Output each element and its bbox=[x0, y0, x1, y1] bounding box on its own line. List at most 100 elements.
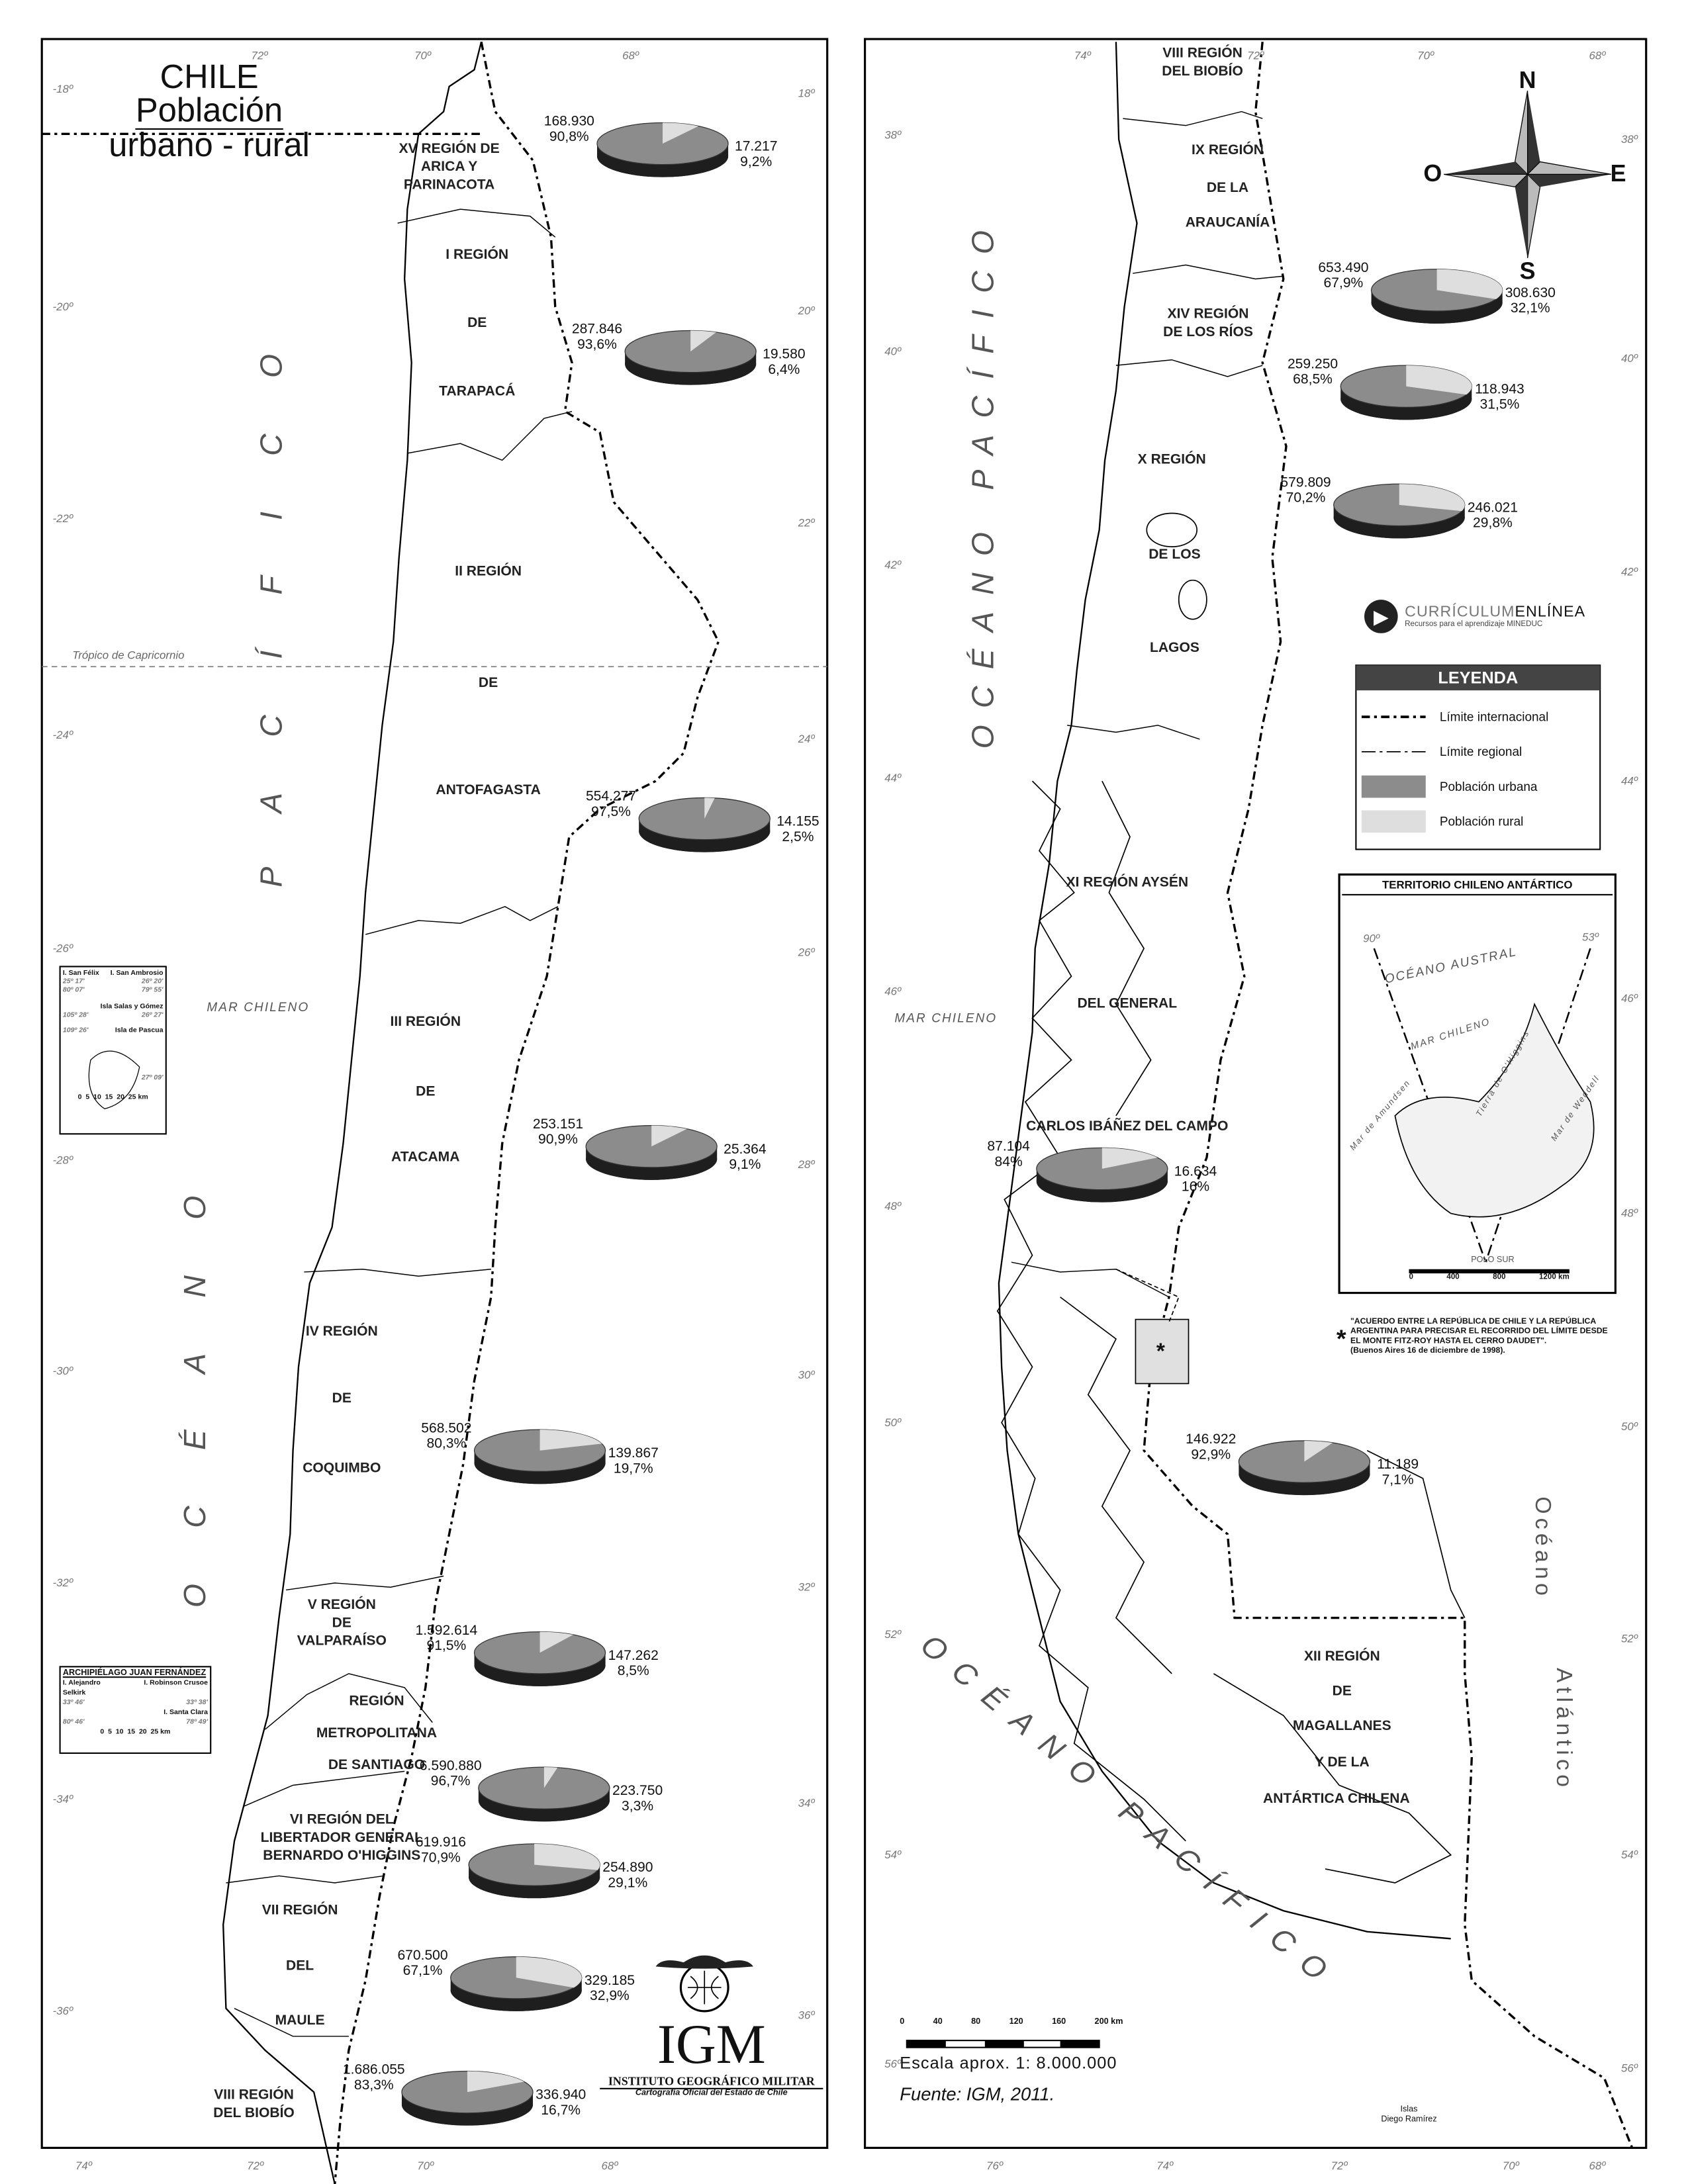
region-label: DE bbox=[416, 1083, 435, 1101]
scale-tick: 160 bbox=[1052, 2018, 1066, 2027]
urban-count: 168.930 bbox=[543, 114, 594, 130]
region-label-line: IX REGIÓN bbox=[1192, 143, 1264, 159]
scale-tick: 80 bbox=[971, 2018, 981, 2027]
region-label: CARLOS IBÁÑEZ DEL CAMPO bbox=[1026, 1118, 1228, 1136]
juan-fernandez-title: ARCHIPIÉLAGO JUAN FERNÁNDEZ bbox=[62, 1669, 207, 1678]
longitude-tick: 74º bbox=[75, 2160, 92, 2173]
scale-tick: 200 km bbox=[1094, 2018, 1123, 2027]
scale-tick: 40 bbox=[933, 2018, 943, 2027]
longitude-tick: 72º bbox=[247, 2160, 264, 2173]
latitude-tick: 32º bbox=[798, 1580, 815, 1594]
compass-rose-icon bbox=[1444, 90, 1612, 258]
rural-count: 25.364 bbox=[724, 1142, 767, 1158]
antarctic-scale-tick: 400 bbox=[1446, 1273, 1460, 1282]
region-label-line: XI REGIÓN AYSÉN bbox=[1066, 875, 1189, 891]
urban-count: 259.250 bbox=[1287, 357, 1338, 373]
latitude-tick: 48º bbox=[884, 1200, 902, 1213]
regional-borders-north bbox=[226, 208, 573, 2037]
footnote: * "ACUERDO ENTRE LA REPÚBLICA DE CHILE Y… bbox=[1336, 1318, 1615, 1357]
region-label: COQUIMBO bbox=[303, 1459, 381, 1477]
region-label-line: X REGIÓN bbox=[1137, 452, 1206, 469]
region-label-line: IV REGIÓN bbox=[305, 1324, 378, 1340]
antarctic-sector-lines bbox=[1373, 948, 1595, 1263]
san-ambrosio-lon: 79º 55' bbox=[141, 985, 164, 995]
urban-percent: 84% bbox=[994, 1154, 1023, 1171]
pie-chart-10 bbox=[401, 2070, 534, 2126]
pie-slice-rural bbox=[543, 1767, 558, 1788]
region-label: DE bbox=[1333, 1683, 1352, 1701]
scale-bar bbox=[906, 2040, 1100, 2048]
regional-borders-south bbox=[1011, 111, 1284, 1298]
region-label-line: VALPARAÍSO bbox=[297, 1633, 387, 1650]
latitude-tick: -32º bbox=[52, 1576, 73, 1590]
urban-percent: 80,3% bbox=[426, 1436, 467, 1452]
latitude-tick: -30º bbox=[52, 1365, 73, 1378]
region-label: ARAUCANÍA bbox=[1186, 214, 1270, 232]
region-label: TARAPACÁ bbox=[439, 383, 515, 400]
san-ambrosio-lat: 26º 20' bbox=[141, 978, 164, 986]
rural-percent: 29,1% bbox=[608, 1876, 648, 1891]
region-label: ATACAMA bbox=[391, 1148, 459, 1166]
map-title: CHILE Población urbano - rural bbox=[98, 61, 321, 163]
rural-percent: 16,7% bbox=[541, 2103, 581, 2119]
region-label: DE bbox=[332, 1390, 352, 1408]
rural-count: 223.750 bbox=[612, 1784, 663, 1799]
pie-chart-13 bbox=[1333, 483, 1466, 539]
latitude-tick: 42º bbox=[1620, 565, 1638, 578]
pie-chart-5 bbox=[473, 1429, 606, 1484]
selkirk-lat: 33º 46' bbox=[62, 1698, 85, 1707]
latitude-tick: 46º bbox=[1620, 992, 1638, 1005]
pie-chart-12 bbox=[1340, 365, 1472, 420]
region-label: XII REGIÓN bbox=[1304, 1648, 1380, 1666]
rural-percent: 7,1% bbox=[1382, 1473, 1414, 1488]
legend-item-international: Límite internacional bbox=[1356, 699, 1600, 734]
legend-label: Límite internacional bbox=[1439, 709, 1549, 723]
longitude-tick: 68º bbox=[622, 49, 639, 62]
region-label-line: III REGIÓN bbox=[390, 1015, 461, 1030]
pie-slice-rural bbox=[1406, 365, 1472, 395]
region-label-line: VI REGIÓN DEL bbox=[289, 1812, 394, 1828]
latitude-tick: -20º bbox=[52, 300, 73, 314]
pascua-lat: 27º 09' bbox=[141, 1073, 164, 1083]
rural-count: 308.630 bbox=[1505, 286, 1556, 302]
latitude-tick: -26º bbox=[52, 942, 73, 955]
footnote-text: "ACUERDO ENTRE LA REPÚBLICA DE CHILE Y L… bbox=[1350, 1318, 1608, 1346]
region-label-line: VIII REGIÓN bbox=[1162, 46, 1243, 62]
region-label: DE LA bbox=[1207, 179, 1248, 197]
region-label: X REGIÓN bbox=[1138, 451, 1206, 469]
rural-percent: 16% bbox=[1181, 1179, 1210, 1196]
rural-percent: 19,7% bbox=[613, 1461, 653, 1477]
latitude-tick: 20º bbox=[798, 304, 815, 318]
juan-fernandez-scale: 0 5 10 15 20 25 km bbox=[100, 1728, 171, 1737]
region-label: LAGOS bbox=[1150, 639, 1199, 657]
robinson-lon: 78º 49' bbox=[186, 1718, 209, 1727]
urban-percent: 83,3% bbox=[353, 2078, 394, 2094]
scale-tick: 0 bbox=[900, 2018, 905, 2027]
region-label-line: DE bbox=[416, 1084, 436, 1100]
region-label-line: DE LOS RÍOS bbox=[1163, 325, 1253, 341]
pie-chart-4 bbox=[585, 1125, 718, 1180]
international-border-north bbox=[334, 41, 720, 2184]
legend-label: Población urbana bbox=[1439, 778, 1538, 794]
region-label: IX REGIÓN bbox=[1192, 142, 1264, 159]
region-label-line: V REGIÓN bbox=[307, 1598, 376, 1614]
latitude-tick: 38º bbox=[1620, 133, 1638, 146]
pie-chart-15 bbox=[1238, 1440, 1371, 1496]
igm-name: INSTITUTO GEOGRÁFICO MILITAR bbox=[600, 2074, 823, 2089]
urban-count: 253.151 bbox=[532, 1117, 584, 1133]
latitude-tick: 50º bbox=[1620, 1420, 1638, 1433]
pie-slice-rural bbox=[690, 330, 716, 352]
antarctic-scale-tick: 1200 km bbox=[1538, 1273, 1570, 1282]
